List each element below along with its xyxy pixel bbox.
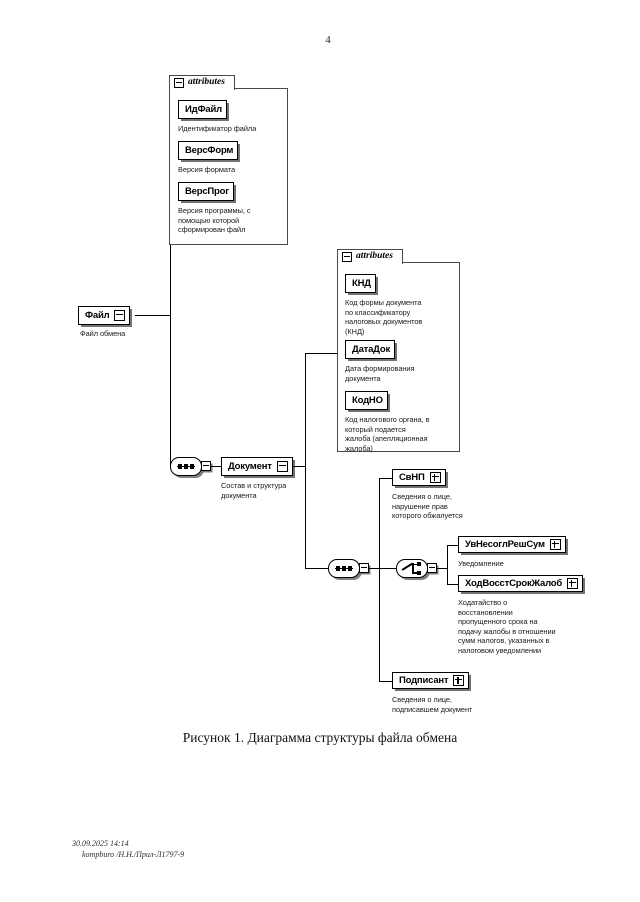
node-label: ВерсПрог xyxy=(185,185,230,197)
node-datadok[interactable]: ДатаДок xyxy=(345,340,396,359)
node-knd[interactable]: КНД xyxy=(345,274,376,293)
collapse-icon[interactable] xyxy=(174,78,184,88)
node-file-root[interactable]: Файл xyxy=(78,306,131,325)
connector-document-attributes xyxy=(305,353,345,355)
connector-to-choice xyxy=(379,568,397,570)
node-svnp[interactable]: СвНП xyxy=(392,469,446,486)
node-document-description: Состав и структура документа xyxy=(221,481,287,500)
page-number: 4 xyxy=(325,34,331,46)
node-uvnesoglreshsum[interactable]: УвНесоглРешСум xyxy=(458,536,566,553)
sequence-dot xyxy=(184,463,188,469)
collapse-icon[interactable] xyxy=(276,461,288,472)
sequence-dot xyxy=(190,463,194,469)
node-versform-description: Версия формата xyxy=(178,165,236,174)
node-kodno-description: Код налогового органа, в который подаетс… xyxy=(345,415,430,453)
choice-arm xyxy=(412,563,419,565)
node-versprog[interactable]: ВерсПрог xyxy=(178,182,235,201)
connector-document-trunk xyxy=(305,353,307,569)
sequence-dot xyxy=(342,565,346,571)
footer-reference: kompburo /Н.Н./Прил-Л1797-9 xyxy=(82,850,185,859)
node-podpisant[interactable]: Подписант xyxy=(392,672,470,689)
connector-choice-right xyxy=(436,568,448,570)
document-attributes-tab[interactable]: attributes xyxy=(337,249,403,264)
node-label: ИдФайл xyxy=(185,103,222,115)
connector-seq2-right xyxy=(368,568,380,570)
figure-caption: Рисунок 1. Диаграмма структуры файла обм… xyxy=(182,730,458,745)
node-file-root-description: Файл обмена xyxy=(80,329,126,338)
node-datadok-description: Дата формирования документа xyxy=(345,364,415,383)
node-label: СвНП xyxy=(399,471,425,483)
compositor-choice[interactable] xyxy=(396,559,428,578)
node-idfile-description: Идентификатор файла xyxy=(178,124,257,133)
node-kodno[interactable]: КодНО xyxy=(345,391,388,410)
connector-to-uvnesogl xyxy=(447,545,459,547)
node-uvnesoglreshsum-description: Уведомление xyxy=(458,559,504,568)
expand-icon[interactable] xyxy=(567,578,579,589)
node-label: Подписант xyxy=(399,674,449,686)
choice-node-marker xyxy=(417,570,421,575)
connector-seq-to-document xyxy=(210,466,222,468)
connector-children-trunk xyxy=(379,478,381,681)
collapse-icon[interactable] xyxy=(342,252,352,262)
footer-timestamp: 30.09.2025 14:14 xyxy=(72,839,129,848)
node-label: ХодВосстСрокЖалоб xyxy=(465,577,563,589)
expand-icon[interactable] xyxy=(429,472,441,483)
sequence-dot xyxy=(178,463,182,469)
attributes-tab-label: attributes xyxy=(356,251,393,262)
node-label: УвНесоглРешСум xyxy=(465,538,545,550)
choice-stem xyxy=(412,563,414,574)
page-footer: 30.09.2025 14:14 kompburo /Н.Н./Прил-Л17… xyxy=(72,838,184,860)
node-idfile[interactable]: ИдФайл xyxy=(178,100,227,119)
connector-to-podpisant xyxy=(379,681,393,683)
node-label: ВерсФорм xyxy=(185,144,234,156)
compositor-sequence-file[interactable] xyxy=(170,457,202,476)
compositor-sequence-file-expander[interactable] xyxy=(201,461,211,471)
node-label: КодНО xyxy=(352,394,383,406)
node-label: Файл xyxy=(85,309,110,321)
node-label: Документ xyxy=(228,460,272,472)
attributes-tab-label: attributes xyxy=(188,77,225,88)
connector-file-trunk xyxy=(170,159,172,467)
node-versprog-description: Версия программы, с помощью которой сфор… xyxy=(178,206,251,235)
node-podpisant-description: Сведения о лице, подписавшем документ xyxy=(392,695,473,714)
connector-trunk-to-seq2 xyxy=(305,568,329,570)
collapse-icon[interactable] xyxy=(114,310,126,321)
sequence-dot xyxy=(336,565,340,571)
compositor-sequence-document[interactable] xyxy=(328,559,360,578)
node-document[interactable]: Документ xyxy=(221,457,293,476)
node-label: ДатаДок xyxy=(352,343,391,355)
connector-document-right xyxy=(292,466,306,468)
sequence-dot xyxy=(348,565,352,571)
choice-node-marker xyxy=(417,562,421,566)
connector-to-hodvosst xyxy=(447,584,459,586)
compositor-sequence-document-expander[interactable] xyxy=(359,563,369,573)
node-hodvosstsrokzhalob-description: Ходатайство о восстановлении пропущенног… xyxy=(458,598,556,655)
node-knd-description: Код формы документа по классификатору на… xyxy=(345,298,423,336)
connector-file-right xyxy=(135,315,171,317)
choice-arm xyxy=(412,572,419,574)
connector-choice-trunk xyxy=(447,545,449,585)
expand-icon[interactable] xyxy=(453,675,465,686)
node-versform[interactable]: ВерсФорм xyxy=(178,141,239,160)
expand-icon[interactable] xyxy=(549,539,561,550)
node-svnp-description: Сведения о лице, нарушение прав которого… xyxy=(392,492,463,521)
compositor-choice-expander[interactable] xyxy=(427,563,437,573)
connector-to-svnp xyxy=(379,478,393,480)
node-hodvosstsrokzhalob[interactable]: ХодВосстСрокЖалоб xyxy=(458,575,584,592)
file-attributes-tab[interactable]: attributes xyxy=(169,75,235,90)
node-label: КНД xyxy=(352,277,371,289)
